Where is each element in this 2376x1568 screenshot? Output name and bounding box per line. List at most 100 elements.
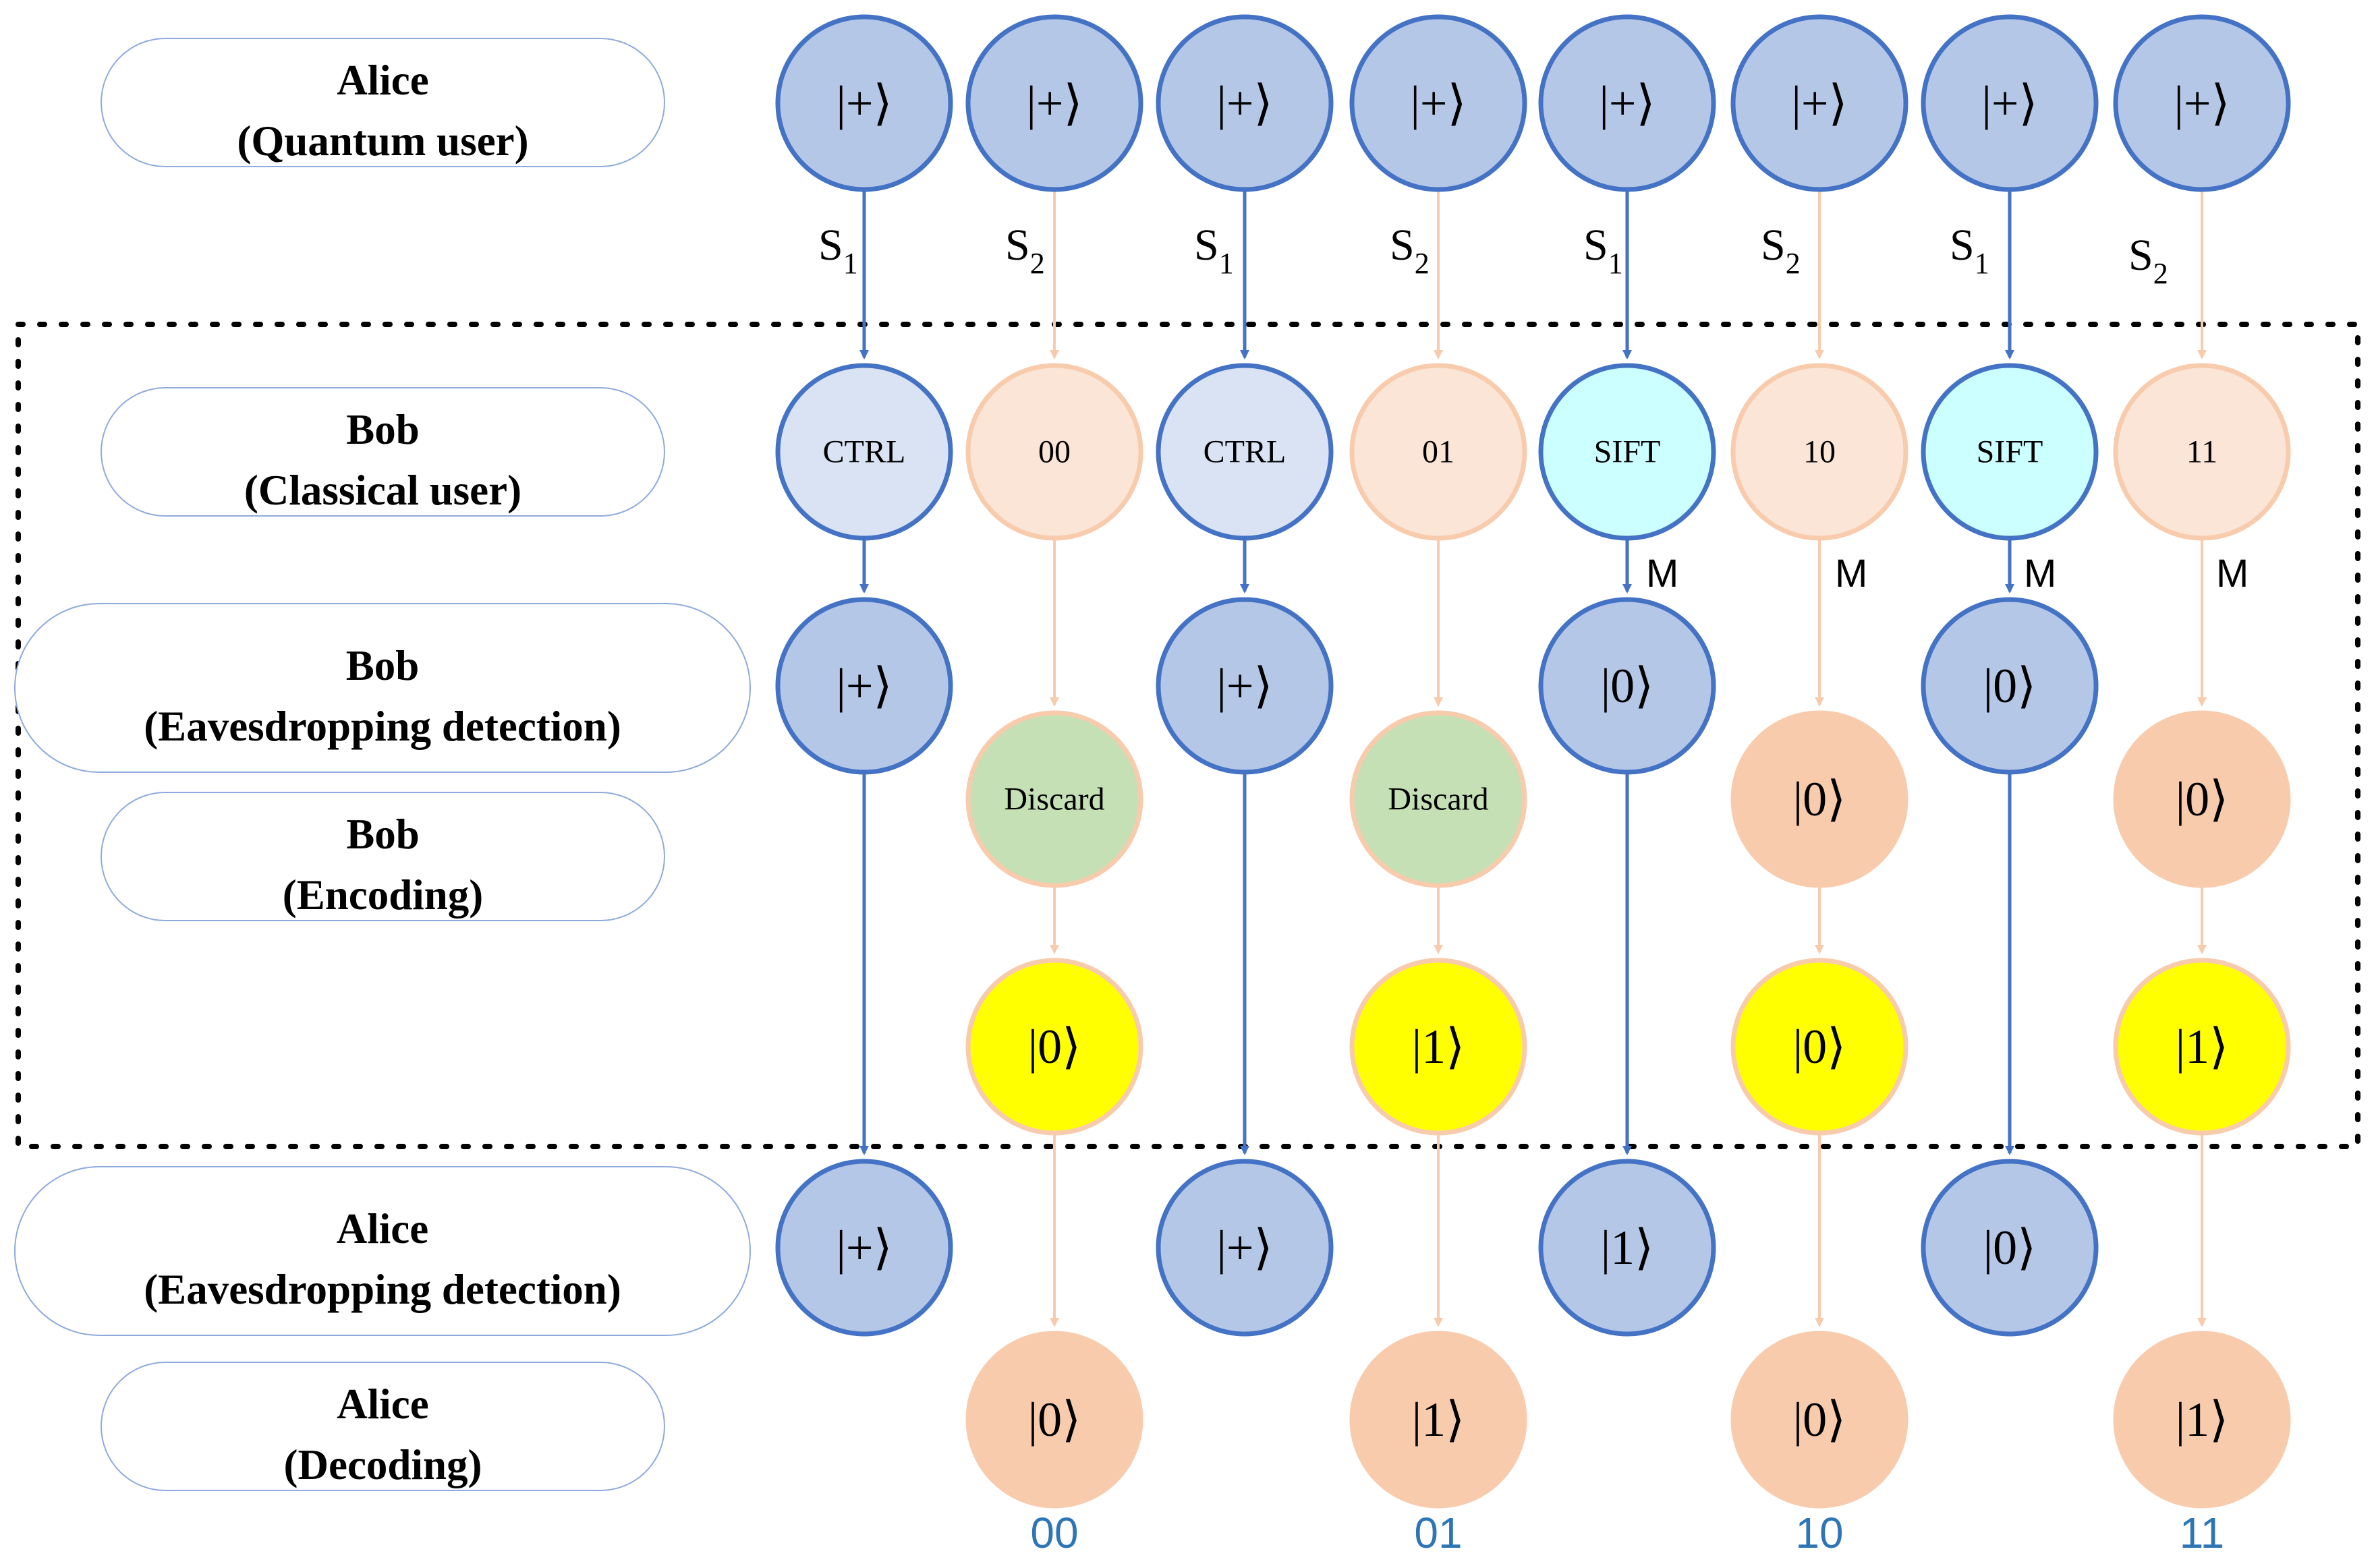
alice-decode-node-label: |0⟩ xyxy=(1793,1393,1846,1447)
bob-detect-node-label: |+⟩ xyxy=(836,659,892,713)
bob-choice-node-label: 01 xyxy=(1422,434,1454,470)
signal-subscript: 1 xyxy=(1608,247,1623,280)
alice-decode-node-label: |0⟩ xyxy=(1028,1393,1081,1447)
bob-detect-node xyxy=(1921,597,2099,775)
bob-region-border xyxy=(16,322,2360,1149)
signal-label: S1 xyxy=(1583,221,1623,280)
alice-state-node-label: |+⟩ xyxy=(2174,76,2230,130)
bob-detect-node-label: |0⟩ xyxy=(1983,659,2037,713)
row-label-layer: Alice (Quantum user) Bob (Classical user) Bo… xyxy=(14,38,751,1491)
signal-subscript: 2 xyxy=(1030,247,1045,280)
alice-state-node-label: |+⟩ xyxy=(1599,76,1655,130)
row-label-role: (Encoding) xyxy=(283,871,484,919)
alice-state-node xyxy=(1538,14,1716,192)
alice-state-node-label: |+⟩ xyxy=(1791,76,1847,130)
bob-encoded-node-label: |0⟩ xyxy=(1793,1020,1846,1074)
alice-state-node-label: |+⟩ xyxy=(1981,76,2037,130)
bob-encoded-node xyxy=(1730,958,1908,1136)
signal-label: S2 xyxy=(2128,231,2168,290)
measure-label: M xyxy=(2024,552,2056,596)
alice-decode-node-label: |1⟩ xyxy=(1412,1393,1465,1447)
signal-subscript: 2 xyxy=(1415,247,1430,280)
signal-subscript: 1 xyxy=(1219,247,1234,280)
alice-detect-node xyxy=(1921,1159,2099,1337)
row-label-role: (Eavesdropping detection) xyxy=(144,1266,621,1313)
alice-state-node-label: |+⟩ xyxy=(836,76,892,130)
bob-choice-node-label: CTRL xyxy=(823,434,906,470)
row-label-actor: Alice xyxy=(337,1381,428,1428)
alice-state-node-label: |+⟩ xyxy=(1410,76,1466,130)
signal-label: S1 xyxy=(818,221,858,280)
bob-detect-node-label: |+⟩ xyxy=(1216,659,1272,713)
alice-decode-node xyxy=(1730,1331,1908,1509)
decoded-bits-label: 00 xyxy=(1030,1509,1078,1557)
bob-detect-node-label: |0⟩ xyxy=(1601,659,1654,713)
signal-label: S1 xyxy=(1194,221,1234,280)
alice-detect-node-label: |1⟩ xyxy=(1601,1221,1654,1275)
row-label-box xyxy=(101,387,665,517)
alice-state-node xyxy=(1730,14,1908,192)
row-label-actor: Bob xyxy=(346,642,420,689)
row-label-role: (Classical user) xyxy=(244,467,521,514)
bob-choice-node-label: SIFT xyxy=(1977,434,2043,470)
decoded-bits-label: 11 xyxy=(2180,1509,2224,1557)
bob-encoded-node xyxy=(1349,958,1527,1136)
alice-decode-node xyxy=(965,1331,1143,1509)
bob-detect-node xyxy=(775,597,953,775)
bob-choice-node xyxy=(2113,363,2291,541)
measure-label: M xyxy=(1646,552,1678,596)
bob-encoding-node xyxy=(2113,710,2291,888)
alice-decode-node xyxy=(1349,1331,1527,1509)
row-label-box xyxy=(101,38,665,167)
signal-label: S2 xyxy=(1005,221,1045,280)
bob-choice-node xyxy=(1730,363,1908,541)
row-label-box xyxy=(14,1166,751,1336)
bob-encoded-node-label: |1⟩ xyxy=(1412,1020,1465,1074)
row-label-actor: Alice xyxy=(337,57,428,104)
signal-label: S1 xyxy=(1950,221,1989,280)
bob-choice-node-label: SIFT xyxy=(1594,434,1661,470)
alice-detect-node-label: |+⟩ xyxy=(836,1221,892,1275)
bob-encoding-node-label: |0⟩ xyxy=(2176,772,2229,826)
node-layer xyxy=(775,14,2291,1509)
alice-detect-node-label: |+⟩ xyxy=(1216,1221,1272,1275)
bob-encoded-node-label: |0⟩ xyxy=(1028,1020,1081,1074)
signal-label: S2 xyxy=(1761,221,1801,280)
bob-choice-node xyxy=(1538,363,1716,541)
row-label-box xyxy=(14,603,751,773)
alice-decode-node xyxy=(2113,1331,2291,1509)
bob-choice-node xyxy=(775,363,953,541)
alice-state-node xyxy=(775,14,953,192)
alice-state-node-label: |+⟩ xyxy=(1026,76,1082,130)
row-label-role: (Quantum user) xyxy=(237,117,528,165)
bob-encoded-node-label: |1⟩ xyxy=(2176,1020,2229,1074)
bob-encoding-node-label: |0⟩ xyxy=(1793,772,1846,826)
bob-choice-node xyxy=(965,363,1143,541)
row-label-role: (Decoding) xyxy=(284,1441,482,1488)
alice-detect-node xyxy=(1156,1159,1334,1337)
bob-encoding-node xyxy=(1349,710,1527,888)
bob-encoding-node-label: Discard xyxy=(1388,782,1488,817)
bob-choice-node-label: CTRL xyxy=(1204,434,1286,470)
signal-subscript: 1 xyxy=(843,247,858,280)
signal-label: S2 xyxy=(1390,221,1430,280)
measure-label: M xyxy=(2216,552,2248,596)
bob-choice-node xyxy=(1349,363,1527,541)
alice-state-node xyxy=(2113,14,2291,192)
alice-state-node xyxy=(1921,14,2099,192)
bob-choice-node xyxy=(1156,363,1334,541)
row-label-actor: Bob xyxy=(346,811,420,858)
decoded-bits-label: 01 xyxy=(1414,1509,1462,1557)
bob-encoding-node xyxy=(1730,710,1908,888)
bob-encoding-node-label: Discard xyxy=(1004,782,1104,817)
signal-subscript: 2 xyxy=(2153,257,2168,290)
alice-state-node-label: |+⟩ xyxy=(1216,76,1272,130)
bob-choice-node-label: 10 xyxy=(1803,434,1836,470)
bob-choice-node-label: 00 xyxy=(1038,434,1071,470)
row-label-role: (Eavesdropping detection) xyxy=(144,703,621,750)
bob-detect-node xyxy=(1538,597,1716,775)
bob-encoded-node xyxy=(2113,958,2291,1136)
